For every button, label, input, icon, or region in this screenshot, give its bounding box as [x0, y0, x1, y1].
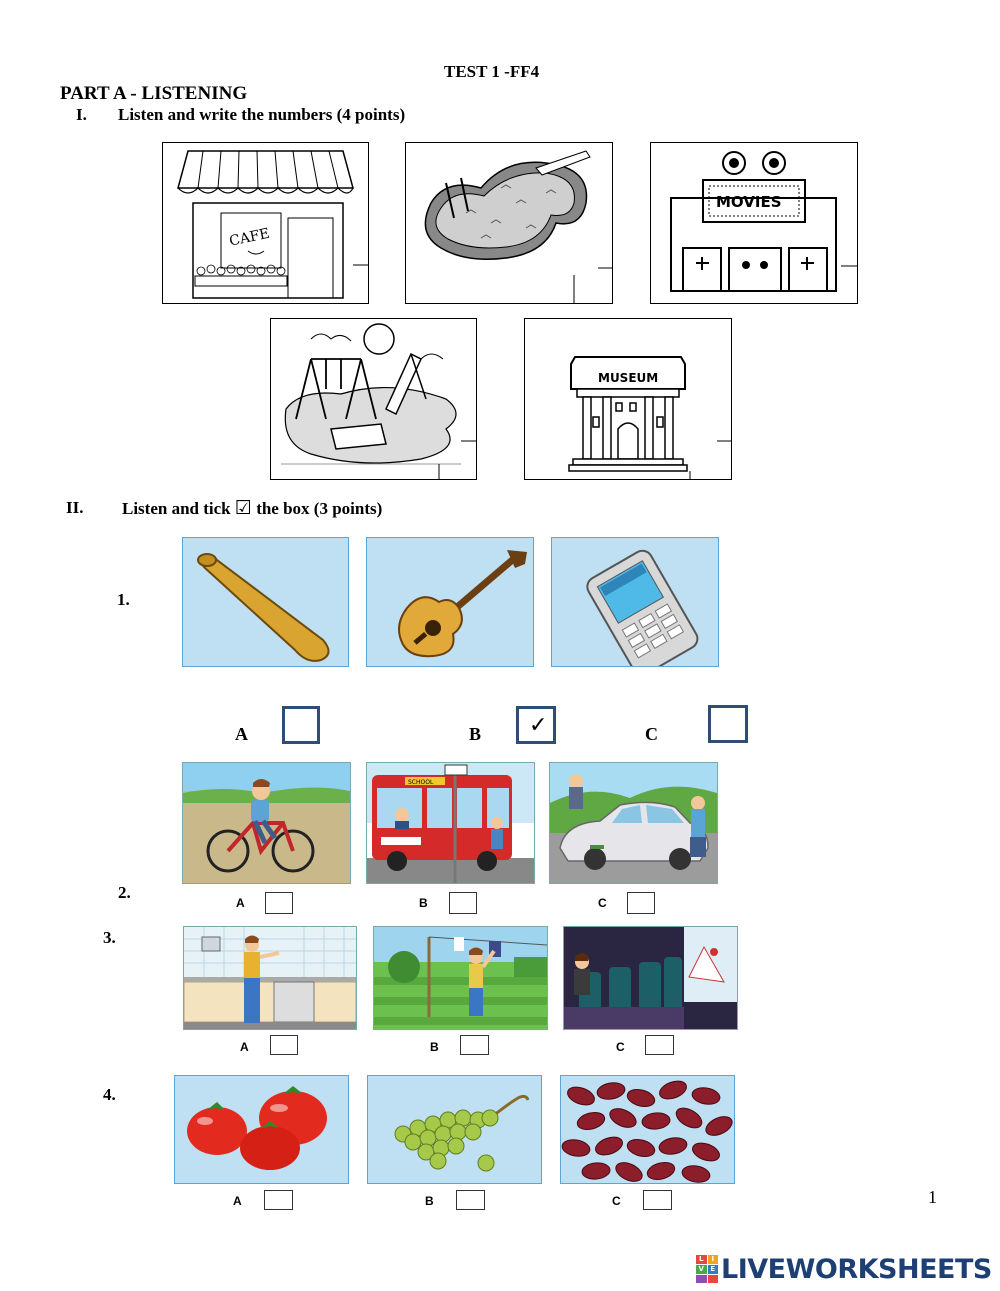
option-label-4b: B [425, 1194, 434, 1208]
option-label-2a: A [236, 896, 245, 910]
beans-icon [561, 1080, 733, 1183]
logo-grid-icon: L I V E [696, 1255, 718, 1283]
option-label-4c: C [612, 1194, 621, 1208]
question-4-number: 4. [103, 1085, 116, 1104]
checkbox-1b[interactable]: ✓ [516, 706, 556, 744]
checkbox-2b[interactable] [449, 892, 477, 914]
checkbox-2a[interactable] [265, 892, 293, 914]
grapes-icon [394, 1094, 530, 1172]
option-image-guitar [366, 537, 534, 667]
cinema-scene [564, 927, 737, 1029]
cafe-sign: CAFE [228, 226, 271, 250]
picture-museum: MUSEUM [524, 318, 732, 480]
checkbox-4b[interactable] [456, 1190, 485, 1210]
option-label-2b: B [419, 896, 428, 910]
option-image-cell-phone [551, 537, 719, 667]
option-image-tomatoes [174, 1075, 349, 1184]
guitar-icon [398, 550, 527, 658]
part-heading: PART A - LISTENING [60, 83, 248, 104]
liveworksheets-logo: L I V E LIVEWORKSHEETS [696, 1253, 992, 1285]
section2-numeral: II. [66, 498, 84, 517]
option-image-garden [373, 926, 548, 1030]
bicycle-scene [183, 763, 350, 883]
option-label-1b: B [469, 724, 482, 744]
pool-drawing [424, 150, 612, 303]
ballot-box-icon: ☑ [234, 497, 252, 519]
kitchen-scene [184, 927, 356, 1029]
section1-instruction: Listen and write the numbers (4 points) [118, 105, 406, 124]
movies-drawing: MOVIES [670, 151, 857, 292]
option-image-bicycle [182, 762, 351, 884]
option-image-baseball-bat [182, 537, 349, 667]
picture-swimming-pool [405, 142, 613, 304]
tomatoes-icon [187, 1086, 327, 1170]
option-image-kitchen [183, 926, 357, 1030]
checkbox-1a[interactable] [282, 706, 320, 744]
question-2-number: 2. [118, 883, 131, 902]
option-label-3b: B [430, 1040, 439, 1054]
option-image-cinema [563, 926, 738, 1030]
brand-name: LIVEWORKSHEETS [721, 1253, 992, 1285]
question-1-number: 1. [117, 590, 130, 609]
instruction-post: the box (3 points) [256, 499, 383, 518]
checkbox-3c[interactable] [645, 1035, 674, 1055]
option-label-3c: C [616, 1040, 625, 1054]
school-bus-scene: SCHOOL [367, 763, 534, 883]
checkbox-3b[interactable] [460, 1035, 489, 1055]
option-label-1a: A [235, 724, 248, 744]
option-image-car [549, 762, 718, 884]
page-number: 1 [928, 1187, 937, 1207]
option-label-4a: A [233, 1194, 242, 1208]
option-image-beans [560, 1075, 735, 1184]
checkbox-3a[interactable] [270, 1035, 298, 1055]
museum-sign: MUSEUM [598, 371, 658, 385]
picture-playground [270, 318, 477, 480]
option-label-1c: C [645, 724, 658, 744]
picture-movie-theater: MOVIES [650, 142, 858, 304]
option-label-3a: A [240, 1040, 249, 1054]
picture-cafe: CAFE [162, 142, 369, 304]
option-label-2c: C [598, 896, 607, 910]
instruction-pre: Listen and tick [122, 499, 231, 518]
checkbox-4c[interactable] [643, 1190, 672, 1210]
test-title: TEST 1 -FF4 [444, 62, 540, 81]
baseball-bat-icon [197, 553, 330, 662]
checkbox-2c[interactable] [627, 892, 655, 914]
car-scene [550, 763, 717, 883]
playground-drawing [281, 323, 476, 479]
museum-drawing: MUSEUM [568, 356, 731, 479]
garden-scene [374, 927, 547, 1029]
section1-numeral: I. [76, 105, 87, 124]
checkbox-4a[interactable] [264, 1190, 293, 1210]
cell-phone-icon [586, 549, 699, 666]
option-image-school-bus: SCHOOL [366, 762, 535, 884]
movies-sign: MOVIES [716, 193, 782, 211]
cafe-drawing: CAFE [177, 150, 368, 299]
question-3-number: 3. [103, 928, 116, 947]
option-image-grapes [367, 1075, 542, 1184]
check-mark-icon: ✓ [529, 713, 548, 738]
section2-instruction: Listen and tick ☑ the box (3 points) [122, 497, 382, 519]
checkbox-1c[interactable] [708, 705, 748, 743]
bus-sign: SCHOOL [408, 779, 434, 786]
